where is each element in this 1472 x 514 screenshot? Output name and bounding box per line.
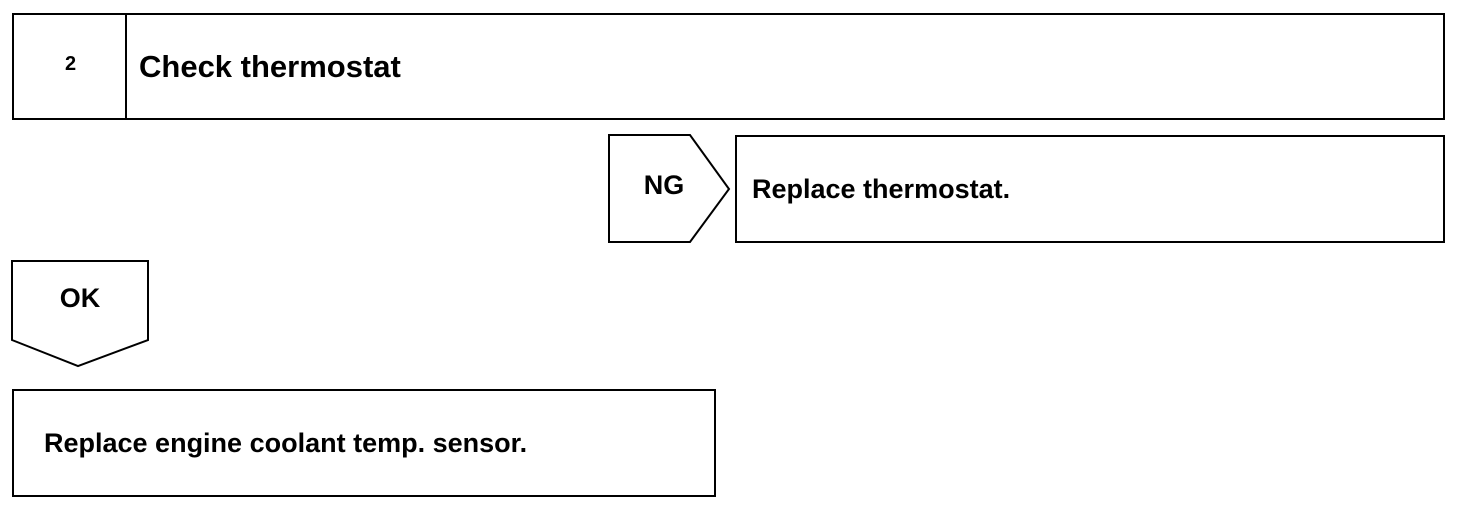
ng-label: NG (643, 170, 685, 200)
ok-label: OK (59, 283, 101, 313)
step-number-cell (14, 15, 127, 118)
step-title: Check thermostat (139, 49, 401, 84)
step-number: 2 (64, 53, 77, 75)
ng-result-box: Replace thermostat. (735, 135, 1445, 243)
ok-result-box: Replace engine coolant temp. sensor. (12, 389, 716, 497)
ok-result-text: Replace engine coolant temp. sensor. (44, 428, 528, 458)
ng-result-text: Replace thermostat. (752, 174, 1011, 204)
step-header-box: 2 Check thermostat (12, 13, 1445, 120)
